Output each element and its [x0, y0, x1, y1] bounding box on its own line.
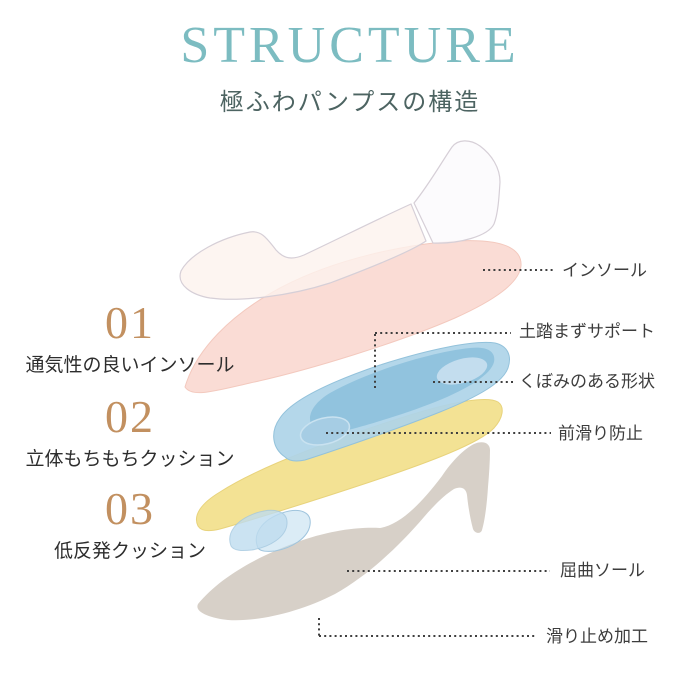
callout-flex-sole: 屈曲ソール [560, 561, 645, 580]
arch-cushion-toe-bump-shape [299, 416, 351, 446]
feature-01: 01 通気性の良いインソール [15, 300, 245, 378]
callout-anti-slip-front: 前滑り防止 [558, 424, 643, 443]
feature-01-label: 通気性の良いインソール [25, 355, 235, 376]
feature-02: 02 立体もちもちクッション [15, 394, 245, 472]
callout-arch-support: 土踏まずサポート [519, 322, 655, 341]
shoe-cover-front-shape [179, 203, 427, 300]
callout-insole: インソール [562, 261, 647, 280]
arch-cushion-hollow-shape [436, 357, 488, 385]
feature-03-label: 低反発クッション [53, 541, 206, 562]
shoe-cover-heel-shape [413, 140, 501, 244]
callout-anti-slip-finish: 滑り止め加工 [546, 627, 648, 646]
page-title: STRUCTURE [180, 17, 520, 74]
callout-hollow-shape: くぼみのある形状 [519, 372, 655, 391]
feature-03: 03 低反発クッション [15, 486, 245, 564]
feature-01-number: 01 [105, 297, 155, 348]
feature-02-label: 立体もちもちクッション [25, 449, 235, 470]
outsole-shape [197, 442, 490, 621]
page-subtitle: 極ふわパンプスの構造 [219, 90, 481, 116]
feature-03-number: 03 [105, 483, 155, 534]
toe-cushion-front-shape [229, 509, 288, 551]
feature-02-number: 02 [105, 391, 155, 442]
